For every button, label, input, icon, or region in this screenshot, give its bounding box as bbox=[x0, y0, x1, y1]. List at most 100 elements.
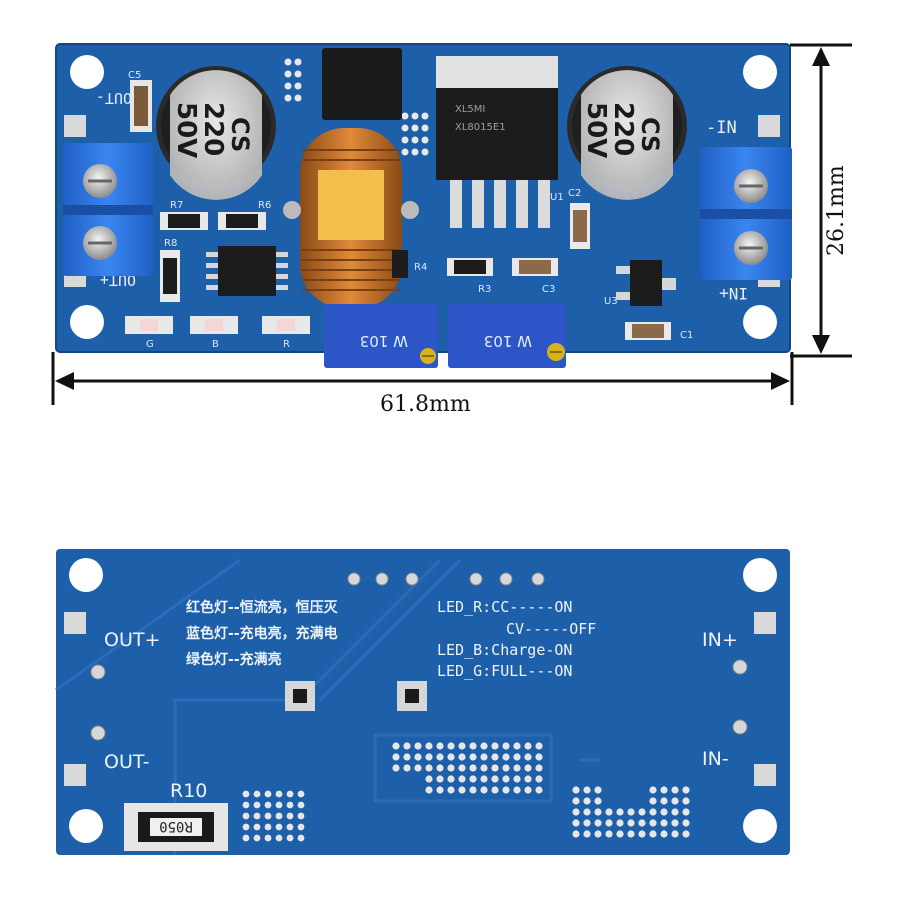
c3-label: C3 bbox=[542, 284, 555, 295]
via-hole bbox=[480, 775, 488, 783]
via-hole bbox=[286, 812, 294, 820]
via-hole bbox=[616, 808, 624, 816]
via-hole bbox=[275, 801, 283, 809]
bottom-in-plus-label: IN+ bbox=[702, 629, 738, 651]
via-hole bbox=[469, 786, 477, 794]
via-hole bbox=[616, 830, 624, 838]
via-hole bbox=[286, 790, 294, 798]
via-hole bbox=[682, 786, 690, 794]
top-board: OUT- OUT+ -IN IN+ C5 bbox=[55, 43, 792, 368]
via-hole bbox=[491, 742, 499, 750]
via-hole bbox=[447, 742, 455, 750]
via-hole bbox=[253, 812, 261, 820]
height-label: 26.1mm bbox=[824, 165, 849, 256]
via-hole bbox=[458, 775, 466, 783]
via-hole bbox=[469, 775, 477, 783]
mounting-hole bbox=[743, 305, 777, 339]
via-hole bbox=[583, 808, 591, 816]
via-hole bbox=[572, 808, 580, 816]
via-hole bbox=[660, 786, 668, 794]
via-hole bbox=[275, 812, 283, 820]
via-hole bbox=[458, 753, 466, 761]
via-hole bbox=[513, 764, 521, 772]
pot-right-label: W 103 bbox=[484, 332, 532, 350]
led-g-label: G bbox=[146, 339, 154, 350]
via-hole bbox=[583, 786, 591, 794]
via-hole bbox=[264, 834, 272, 842]
via-hole bbox=[513, 753, 521, 761]
mounting-hole bbox=[69, 558, 103, 592]
c2-label: C2 bbox=[568, 188, 581, 199]
shunt-resistor: R050 R10 bbox=[124, 780, 228, 851]
bottom-board: OUT+ OUT- IN+ IN- 红色灯--恒流亮，恒压灭 蓝色灯--充电亮，… bbox=[55, 549, 790, 855]
mounting-hole bbox=[70, 305, 104, 339]
via-hole bbox=[594, 786, 602, 794]
schottky-diode bbox=[322, 48, 402, 120]
via-hole bbox=[297, 812, 305, 820]
via-hole bbox=[572, 786, 580, 794]
via-hole bbox=[264, 812, 272, 820]
via-hole bbox=[583, 819, 591, 827]
via-hole bbox=[627, 830, 635, 838]
soic8-chip bbox=[206, 246, 288, 296]
via-hole bbox=[660, 808, 668, 816]
via-hole bbox=[572, 819, 580, 827]
via-hole bbox=[682, 808, 690, 816]
via-hole bbox=[605, 830, 613, 838]
via-hole bbox=[660, 797, 668, 805]
via-hole bbox=[583, 797, 591, 805]
cap-right-line2: 220 bbox=[608, 102, 638, 156]
via-hole bbox=[275, 823, 283, 831]
via-hole bbox=[447, 753, 455, 761]
via-hole bbox=[594, 819, 602, 827]
via-hole bbox=[502, 753, 510, 761]
via-hole bbox=[436, 775, 444, 783]
via-hole bbox=[491, 775, 499, 783]
via-hole bbox=[425, 753, 433, 761]
via-hole bbox=[264, 790, 272, 798]
via-grid bbox=[242, 790, 305, 842]
left-terminal-block bbox=[63, 143, 153, 276]
via-hole bbox=[605, 808, 613, 816]
led-r-label: R bbox=[283, 339, 290, 350]
via-hole bbox=[649, 808, 657, 816]
via-hole bbox=[297, 834, 305, 842]
pot-left-label: W 103 bbox=[360, 332, 408, 350]
via-hole bbox=[524, 786, 532, 794]
top-in-plus-label: IN+ bbox=[719, 284, 748, 303]
led-note-b: LED_B:Charge-ON bbox=[437, 641, 572, 659]
via-hole bbox=[480, 764, 488, 772]
via-hole bbox=[535, 764, 543, 772]
via-hole bbox=[469, 753, 477, 761]
via-hole bbox=[297, 801, 305, 809]
cap-right-line1: CS bbox=[636, 117, 664, 152]
via-hole bbox=[502, 764, 510, 772]
inductor bbox=[283, 128, 419, 308]
note-red-led: 红色灯--恒流亮，恒压灭 bbox=[186, 599, 339, 616]
via-hole bbox=[502, 742, 510, 750]
via-hole bbox=[682, 797, 690, 805]
chip-line2: XL8015E1 bbox=[455, 122, 506, 133]
via-hole bbox=[491, 753, 499, 761]
via-hole bbox=[616, 819, 624, 827]
via-hole bbox=[513, 775, 521, 783]
led-b-label: B bbox=[212, 339, 219, 350]
top-in-minus-label: -IN bbox=[706, 118, 737, 138]
mounting-hole bbox=[70, 55, 104, 89]
via-hole bbox=[649, 819, 657, 827]
via-hole bbox=[458, 742, 466, 750]
via-hole bbox=[275, 790, 283, 798]
c1-label: C1 bbox=[680, 330, 693, 341]
via-hole bbox=[425, 764, 433, 772]
bottom-in-minus-label: IN- bbox=[702, 748, 729, 770]
via-hole bbox=[403, 742, 411, 750]
via-hole bbox=[392, 764, 400, 772]
via-hole bbox=[286, 801, 294, 809]
via-hole bbox=[572, 830, 580, 838]
via-hole bbox=[447, 775, 455, 783]
via-hole bbox=[392, 753, 400, 761]
via-hole bbox=[253, 801, 261, 809]
via-hole bbox=[660, 819, 668, 827]
bottom-out-plus-label: OUT+ bbox=[104, 629, 160, 651]
